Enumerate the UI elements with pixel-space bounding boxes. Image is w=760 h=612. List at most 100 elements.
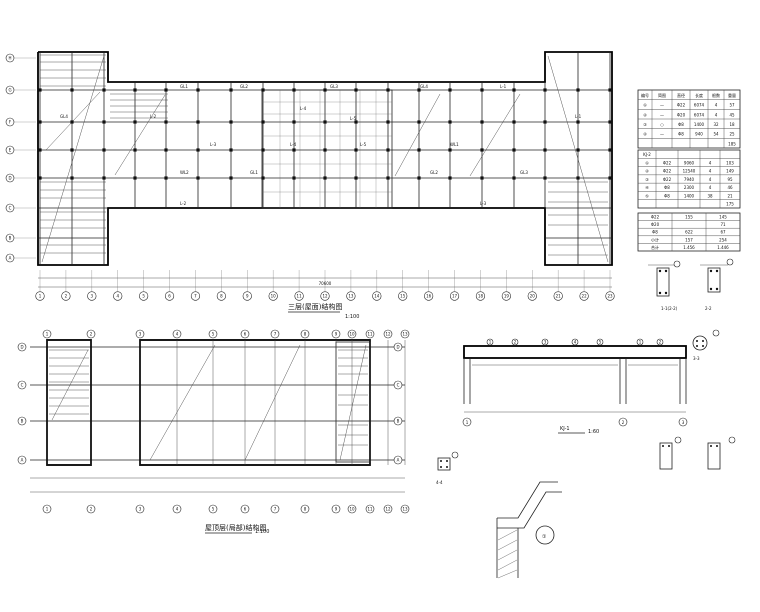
table-cell: Φ20 [651,222,660,227]
column [576,120,580,124]
table-cell: Φ22 [651,214,660,219]
column [261,120,265,124]
lower-axis-bubble-8: 88 [300,329,310,514]
axis-letter: A [397,458,400,463]
beam-label: L-3 [480,201,487,206]
axis-number: 1 [39,294,42,299]
axis-letter: C [9,206,12,211]
column [38,148,42,152]
table-cell: 18 [729,122,735,127]
axis-letter: D [20,345,23,350]
axis-number: 5 [142,294,145,299]
axis-number: 23 [607,294,613,299]
column [480,176,484,180]
table-cell: 38 [707,193,713,198]
column [608,120,612,124]
axis-bubble-8: 8 [216,270,226,301]
beam-label: GL4 [420,84,428,89]
frame-axis-c: 3 [682,420,685,425]
column [576,88,580,92]
table-cell: 4 [709,160,712,165]
rebar-mark [596,338,604,346]
axis-number: 5 [212,507,215,512]
column [70,176,74,180]
axis-letter-D: D [5,173,36,183]
axis-bubble-9: 9 [242,270,252,301]
table-cell: 重量 [728,92,736,98]
axis-number: 11 [367,507,373,512]
column [38,120,42,124]
axis-letter-H: H [5,53,36,63]
rebar-mark-label: 4 [574,340,577,345]
axis-number: 20 [530,294,536,299]
table-cell: 2300 [684,185,695,190]
column [417,120,421,124]
upper-plan-title: 三层(屋面)结构图 [288,302,342,311]
axis-number: 13 [402,332,408,337]
table-cell: ① [645,160,649,165]
frame-scale: 1:60 [588,429,599,435]
column [196,88,200,92]
column [323,88,327,92]
rebar-mark-label: 5 [599,340,602,345]
axis-bubble-1: 1 [35,270,45,301]
axis-number: 7 [274,507,277,512]
beam-label: GL2 [240,84,248,89]
axis-number: 8 [304,507,307,512]
table-cell: 149 [726,169,734,174]
axis-bubble-14: 14 [372,270,382,301]
beam-label: GL4 [60,114,68,119]
table-cell: ⑤ [645,193,649,198]
lower-axis-bubble-6: 66 [240,329,250,514]
axis-number: 9 [335,507,338,512]
section-label-4: 4-4 [436,480,443,485]
table-cell: ② [645,169,649,174]
column [133,148,137,152]
axis-bubble-6: 6 [164,270,175,301]
column [261,148,265,152]
table-cell: 6074 [694,103,705,108]
axis-number: 2 [90,332,93,337]
table-cell: 54 [713,132,719,137]
table-cell: 4 [709,169,712,174]
axis-bubble-2: 2 [61,270,71,301]
beam-label: L-5 [350,116,357,121]
column [417,88,421,92]
table-cell: Φ22 [663,160,672,165]
axis-bubble-3: 3 [87,270,97,301]
axis-number: 5 [212,332,215,337]
column [543,120,547,124]
column [133,120,137,124]
table-cell: 7940 [684,177,695,182]
axis-number: 9 [335,332,338,337]
axis-bubble-23: 23 [605,270,615,301]
axis-letter: D [396,345,399,350]
axis-number: 15 [400,294,406,299]
axis-bubble-5: 5 [139,270,149,301]
column [229,120,233,124]
table-cell: Φ22 [677,103,686,108]
rebar-mark-label: 3 [544,340,547,345]
table-cell: ② [643,112,647,117]
column [354,120,358,124]
table-cell: Φ8 [652,230,658,235]
rebar-mark-label: 2 [659,340,662,345]
column [448,176,452,180]
table-cell: Φ8 [664,185,670,190]
table-cell: ④ [645,185,649,190]
axis-number: 13 [348,294,354,299]
beam-label: L-2 [180,201,187,206]
column [38,176,42,180]
axis-number: 7 [194,294,197,299]
rebar-mark [511,338,519,346]
axis-number: 2 [65,294,68,299]
axis-number: 10 [349,507,355,512]
table-cell: Φ20 [677,112,686,117]
axis-bubble-19: 19 [501,270,511,301]
table-cell: 21 [727,193,733,198]
axis-number: 13 [402,507,408,512]
axis-bubble-22: 22 [579,270,589,301]
